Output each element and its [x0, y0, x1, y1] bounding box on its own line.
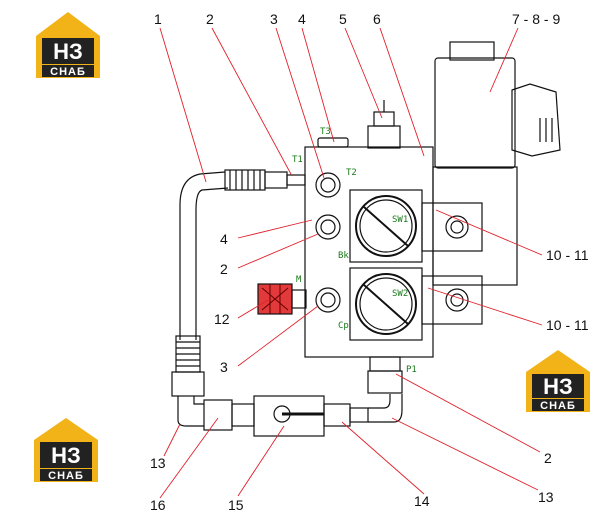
pressure-switch-sw2 — [349, 267, 483, 341]
callout-4-top: 4 — [298, 11, 306, 27]
port-label-cp: Cp — [338, 321, 349, 331]
pressure-switch-sw1 — [349, 189, 483, 263]
logo-sub: СНАБ — [48, 470, 84, 482]
gauge-coupling-m — [257, 283, 307, 315]
callout-10-11-upper: 10 - 11 — [546, 247, 589, 263]
callout-13-right: 13 — [538, 489, 554, 505]
port-label-sw2: SW2 — [392, 289, 408, 299]
callout-1: 1 — [154, 11, 162, 27]
callout-numbers: 1 2 3 4 5 6 7 - 8 - 9 4 2 12 3 10 - 11 1… — [150, 11, 589, 513]
callout-14: 14 — [414, 493, 430, 509]
port-labels: T1 T2 T3 Bk M Cp SW1 SW2 P1 — [292, 127, 417, 375]
callout-13-left: 13 — [150, 455, 166, 471]
port-label-sw1: SW1 — [392, 215, 408, 225]
leader-lines — [159, 27, 543, 499]
logo-sub: СНАБ — [540, 400, 576, 412]
callout-3-mid: 3 — [220, 359, 228, 375]
return-hose — [171, 169, 306, 397]
callout-10-11-lower: 10 - 11 — [546, 317, 589, 333]
logo-mark: НЗ — [53, 39, 83, 64]
port-label-t2: T2 — [346, 168, 357, 178]
port-label-bk: Bk — [338, 251, 349, 261]
logo-bottom-left: НЗ СНАБ — [34, 418, 98, 482]
port-label-m: M — [296, 275, 302, 285]
callout-5: 5 — [339, 11, 347, 27]
logo-sub: СНАБ — [50, 66, 86, 78]
logo-mark: НЗ — [543, 374, 573, 399]
callout-16: 16 — [150, 497, 166, 513]
callout-4-mid: 4 — [220, 231, 228, 247]
callout-2-right: 2 — [544, 450, 552, 466]
port-fittings — [315, 172, 403, 394]
callout-7-8-9: 7 - 8 - 9 — [512, 11, 560, 27]
logo-mid-right: НЗ СНАБ — [526, 350, 590, 412]
callout-2-mid: 2 — [220, 261, 228, 277]
port-label-p1: P1 — [406, 365, 417, 375]
ball-valve-assembly — [177, 394, 403, 437]
port-label-t3: T3 — [320, 127, 331, 137]
callout-3-top: 3 — [270, 11, 278, 27]
callout-2-top: 2 — [206, 11, 214, 27]
callout-15: 15 — [228, 497, 244, 513]
callout-12: 12 — [214, 311, 230, 327]
logo-mark: НЗ — [51, 443, 81, 468]
callout-6: 6 — [373, 11, 381, 27]
logo-top-left: НЗ СНАБ — [36, 12, 100, 78]
valve-block — [304, 41, 561, 358]
port-label-t1: T1 — [292, 155, 303, 165]
